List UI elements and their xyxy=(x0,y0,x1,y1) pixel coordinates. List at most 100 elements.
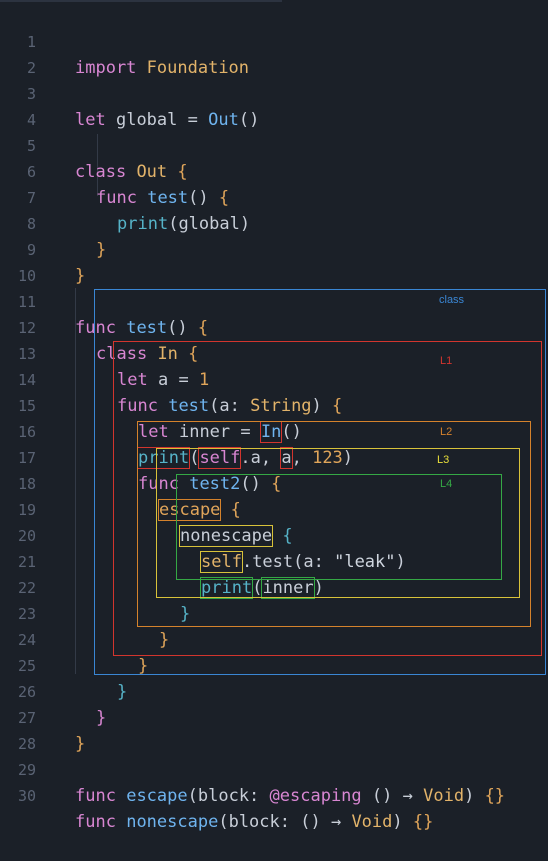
code-line-9[interactable]: 9 } xyxy=(0,211,548,286)
type-foundation: Foundation xyxy=(146,58,250,78)
code-line-1[interactable]: 1 import Foundation xyxy=(0,3,548,78)
paren-close: ) xyxy=(464,786,475,806)
keyword-func: func xyxy=(117,396,158,416)
operator-assign: = xyxy=(177,110,209,130)
line-number: 6 xyxy=(26,163,36,181)
line-number: 12 xyxy=(17,319,36,337)
brace-close: } xyxy=(96,708,107,728)
highlight-a-l1: a xyxy=(280,447,293,469)
paren-close: ) xyxy=(342,448,354,468)
brace-open: { xyxy=(188,344,199,364)
code-line-11[interactable]: 11 func test() { xyxy=(0,263,548,338)
code-line-12[interactable]: 12 class In { xyxy=(0,289,548,364)
code-line-10[interactable]: 10 xyxy=(0,237,548,285)
line-number: 4 xyxy=(26,111,36,129)
code-line-4[interactable]: 4 xyxy=(0,81,548,129)
empty-body: {} xyxy=(412,812,434,832)
scope-label-l2: L2 xyxy=(440,426,453,438)
paren-open: ( xyxy=(187,786,198,806)
line-number: 28 xyxy=(17,735,36,753)
keyword-func: func xyxy=(75,318,116,338)
line-number: 1 xyxy=(26,33,36,51)
code-line-15[interactable]: 15 let inner = In() xyxy=(0,367,548,443)
code-line-3[interactable]: 3 let global = Out() xyxy=(0,55,548,130)
type-void: Void xyxy=(351,812,393,832)
code-line-17[interactable]: 17 func test2() { xyxy=(0,419,548,494)
paren-close: ) xyxy=(313,578,324,598)
string-literal: "leak" xyxy=(334,552,396,572)
highlight-self-l3: self xyxy=(200,551,243,573)
code-line-18[interactable]: 18 escape { xyxy=(0,445,548,521)
operator-assign: = xyxy=(168,370,199,390)
highlight-nonescape-l3: nonescape xyxy=(178,525,274,547)
type-out: Out xyxy=(136,162,168,182)
line-number: 8 xyxy=(26,215,36,233)
param-block: block: xyxy=(197,786,270,806)
code-line-5[interactable]: 5 class Out { xyxy=(0,107,548,182)
parens: () xyxy=(167,318,188,338)
member-a: .a, xyxy=(240,448,282,468)
brace-close: } xyxy=(75,734,86,754)
code-line-13[interactable]: 13 let a = 1 xyxy=(0,315,548,390)
code-line-28[interactable]: 28 xyxy=(0,705,548,753)
keyword-func: func xyxy=(96,188,137,208)
function-escape: escape xyxy=(126,786,188,806)
paren-open: ( xyxy=(189,448,200,468)
code-line-23[interactable]: 23 } xyxy=(0,575,548,650)
identifier-global: global xyxy=(178,214,240,234)
highlight-self-l1: self xyxy=(198,447,242,469)
arrow: → xyxy=(320,812,352,832)
keyword-func: func xyxy=(75,786,116,806)
scope-label-l3: L3 xyxy=(437,454,450,466)
keyword-func: func xyxy=(138,474,179,494)
line-number: 22 xyxy=(17,579,36,597)
line-number: 2 xyxy=(26,59,36,77)
code-line-19[interactable]: 19 nonescape { xyxy=(0,471,548,547)
line-number: 7 xyxy=(26,189,36,207)
code-line-6[interactable]: 6 func test() { xyxy=(0,133,548,208)
paren-open: ( xyxy=(218,812,229,832)
code-line-22[interactable]: 22 } xyxy=(0,549,548,624)
code-line-30[interactable]: 30 func nonescape(block: () → Void) {} xyxy=(0,757,548,832)
brace-close: } xyxy=(159,630,170,650)
identifier-inner: inner xyxy=(178,422,231,442)
paren-close: ) xyxy=(392,812,403,832)
code-line-21[interactable]: 21 print(inner) xyxy=(0,523,548,599)
highlight-escape-l2: escape xyxy=(157,499,222,521)
code-editor[interactable]: 1 import Foundation 2 3 let global = Out… xyxy=(0,2,548,832)
param-a: a: xyxy=(219,396,251,416)
line-number: 13 xyxy=(17,345,36,363)
parens: () xyxy=(300,812,321,832)
line-number: 23 xyxy=(17,605,36,623)
code-line-24[interactable]: 24 } xyxy=(0,601,548,676)
code-line-25[interactable]: 25 } xyxy=(0,627,548,702)
line-number: 27 xyxy=(17,709,36,727)
parens: () xyxy=(238,110,260,130)
line-number: 20 xyxy=(17,527,36,545)
brace-open: { xyxy=(271,474,282,494)
brace-open: { xyxy=(230,500,241,520)
keyword-func: func xyxy=(75,812,116,832)
code-line-7[interactable]: 7 print(global) xyxy=(0,159,548,234)
line-number: 9 xyxy=(26,241,36,259)
line-number: 29 xyxy=(17,761,36,779)
code-line-29[interactable]: 29 func escape(block: @escaping () → Voi… xyxy=(0,731,548,806)
highlight-print-l1: print xyxy=(136,447,191,469)
type-in: In xyxy=(157,344,178,364)
code-line-8[interactable]: 8 } xyxy=(0,185,548,260)
code-line-20[interactable]: 20 self.test(a: "leak") xyxy=(0,497,548,573)
scope-label-l4: L4 xyxy=(440,478,453,490)
brace-close: } xyxy=(180,604,191,624)
indent-guide xyxy=(97,134,98,196)
arrow: → xyxy=(392,786,424,806)
type-string: String xyxy=(250,396,312,416)
code-line-26[interactable]: 26 } xyxy=(0,653,548,728)
code-line-27[interactable]: 27 } xyxy=(0,679,548,754)
code-line-2[interactable]: 2 xyxy=(0,29,548,77)
line-number: 19 xyxy=(17,501,36,519)
keyword-import: import xyxy=(75,58,137,78)
code-line-14[interactable]: 14 func test(a: String) { xyxy=(0,341,548,416)
code-line-16[interactable]: 16 print(self.a, a, 123) xyxy=(0,393,548,469)
paren-close: ) xyxy=(239,214,251,234)
brace-open: { xyxy=(177,162,188,182)
